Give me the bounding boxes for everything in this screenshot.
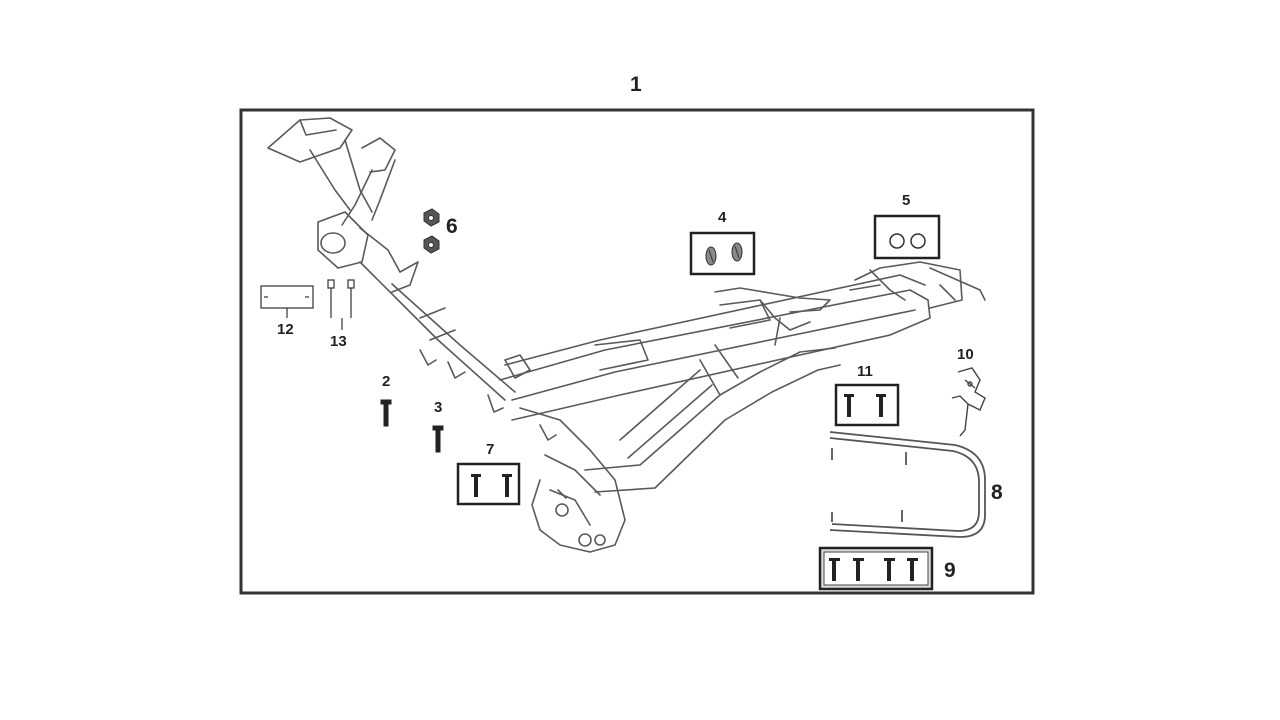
callout-3: 3 [434, 399, 443, 416]
callout-4: 4 [718, 209, 727, 226]
callout-10: 10 [957, 346, 974, 363]
callout-2: 2 [382, 373, 391, 390]
callout-5: 5 [902, 192, 911, 209]
part-6-nuts [423, 208, 440, 254]
part-13-bolts [327, 279, 355, 330]
part-4-box [689, 231, 756, 276]
callout-9: 9 [944, 559, 956, 582]
callout-11: 11 [857, 363, 873, 380]
callout-7: 7 [486, 441, 495, 458]
part-9-box [818, 546, 934, 591]
part-7-box [456, 462, 521, 506]
part-12-plate [260, 285, 314, 318]
part-10-bracket [951, 367, 986, 437]
main-frame-drawing [267, 117, 986, 553]
part-8-rail [829, 431, 986, 538]
callout-6: 6 [446, 215, 458, 238]
callout-1: 1 [630, 73, 642, 96]
callout-8: 8 [991, 481, 1003, 504]
frame-border [239, 108, 1035, 595]
part-5-box [873, 214, 941, 260]
callout-13: 13 [330, 333, 347, 350]
part-2-bolt [380, 399, 392, 427]
callout-12: 12 [277, 321, 294, 338]
part-3-bolt [432, 425, 444, 453]
part-11-box [834, 383, 900, 427]
